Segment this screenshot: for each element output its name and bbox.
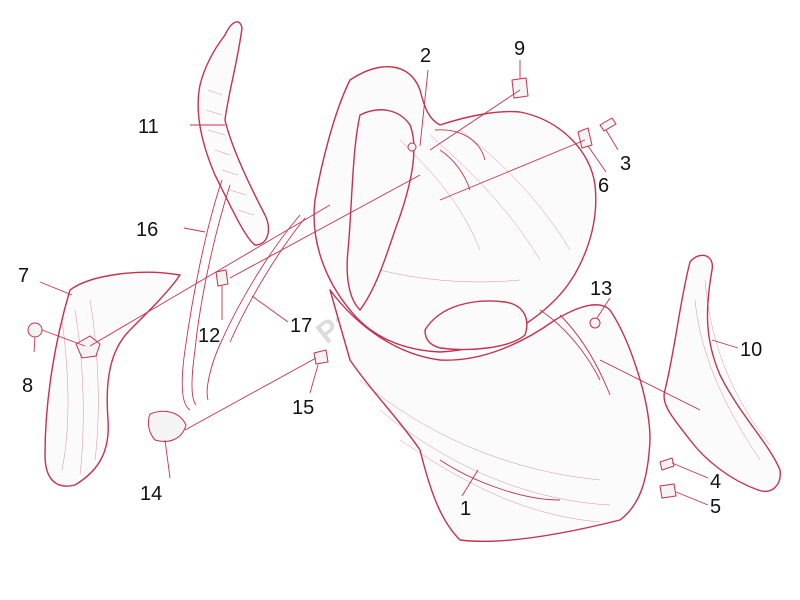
part-17-trim-strip bbox=[206, 214, 306, 401]
callout-7: 7 bbox=[18, 265, 29, 287]
callout-13: 13 bbox=[590, 278, 612, 300]
callout-2: 2 bbox=[420, 45, 431, 67]
callout-labels: 1 2 3 4 5 6 7 8 9 10 11 12 13 14 15 16 1… bbox=[18, 38, 762, 520]
part-5-nut bbox=[659, 483, 677, 499]
part-10-right-panel bbox=[663, 254, 781, 492]
part-14-end-cap bbox=[147, 410, 187, 442]
part-11-upper-strip bbox=[197, 21, 270, 246]
part-2-screw bbox=[407, 142, 417, 152]
callout-6: 6 bbox=[598, 175, 609, 197]
part-12-clip bbox=[215, 269, 229, 287]
callout-9: 9 bbox=[514, 38, 525, 60]
callout-17: 17 bbox=[290, 315, 312, 337]
part-8-screw bbox=[27, 322, 43, 338]
callout-1: 1 bbox=[460, 498, 471, 520]
callout-3: 3 bbox=[620, 153, 631, 175]
part-13-screw bbox=[589, 317, 601, 329]
callout-4: 4 bbox=[710, 471, 721, 493]
callout-10: 10 bbox=[740, 339, 762, 361]
callout-15: 15 bbox=[292, 397, 314, 419]
part-6-clip bbox=[577, 127, 593, 149]
part-1-upper-fairing bbox=[313, 66, 611, 396]
callout-8: 8 bbox=[22, 375, 33, 397]
part-15-clip bbox=[313, 349, 329, 365]
callout-5: 5 bbox=[710, 496, 721, 518]
part-16-trim-strip bbox=[181, 179, 231, 411]
callout-16: 16 bbox=[136, 219, 158, 241]
part-1-front-shield bbox=[329, 289, 651, 542]
hardware bbox=[27, 77, 677, 499]
part-4-screw bbox=[659, 457, 675, 471]
callout-11: 11 bbox=[138, 116, 159, 138]
part-9-clip bbox=[511, 77, 529, 99]
callout-12: 12 bbox=[198, 325, 220, 347]
part-3-screw bbox=[599, 117, 617, 132]
part-7-left-panel bbox=[44, 271, 181, 487]
callout-14: 14 bbox=[140, 483, 162, 505]
leader-lines bbox=[33, 60, 739, 506]
